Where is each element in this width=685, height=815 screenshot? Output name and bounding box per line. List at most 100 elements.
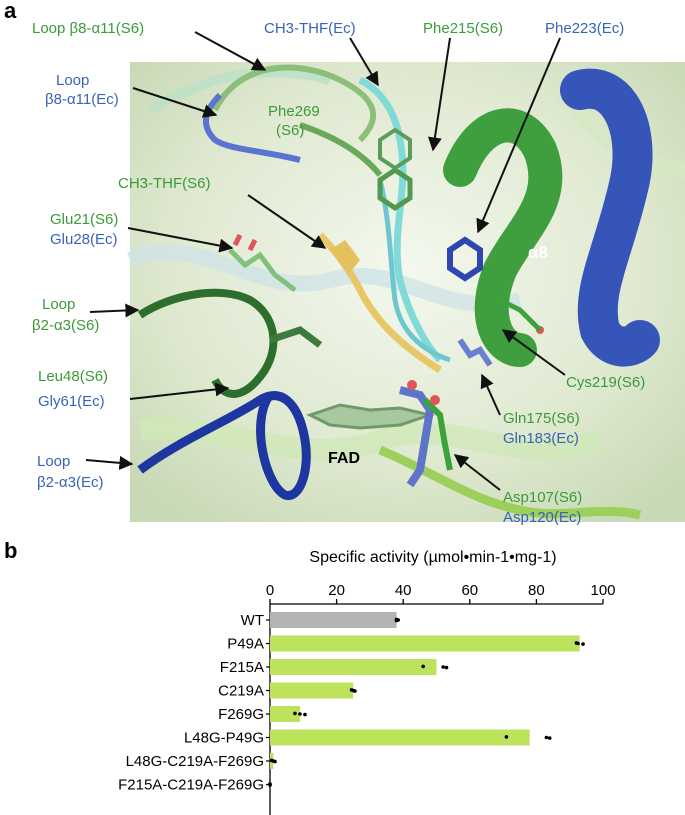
arrow-loop-b8-a11-s6	[194, 31, 267, 71]
label-asp120-ec: Asp120(Ec)	[503, 509, 582, 526]
replicate-dot	[444, 665, 449, 670]
arrow-phe215-s6	[427, 37, 451, 152]
arrow-phe223-ec	[476, 37, 561, 234]
label-b2-a3-s6: β2-α3(S6)	[32, 317, 100, 334]
category-label: F215A	[220, 659, 264, 676]
label-leu48-s6: Leu48(S6)	[38, 368, 109, 385]
asp120-ec-sidechain	[399, 386, 435, 488]
label-phe223-ec: Phe223(Ec)	[545, 20, 625, 37]
category-label: C219A	[218, 683, 264, 700]
category-label: F215A-C219A-F269G	[118, 777, 264, 794]
label-glu28-ec: Glu28(Ec)	[50, 231, 118, 248]
loop-b2-a3-ec-ribbon	[137, 391, 311, 500]
replicate-dot	[303, 712, 307, 717]
label-loop-ec2-1: Loop	[37, 453, 71, 470]
arrow-loop-b2-a3-ec	[85, 455, 134, 470]
label-loop-b8-a11-s6: Loop β8-α11(S6)	[32, 20, 145, 37]
background-ribbon	[126, 244, 522, 313]
arrow-gln	[480, 373, 501, 416]
bar	[270, 706, 300, 722]
label-loop-s6-1: Loop	[42, 296, 76, 313]
bar	[270, 682, 354, 699]
arrow-glu	[127, 227, 234, 253]
replicate-dot	[298, 712, 302, 716]
arrow-ch3-thf-ec	[349, 37, 379, 87]
bars	[270, 612, 580, 769]
category-label: L48G-P49G	[184, 730, 264, 747]
category-label: L48G-C219A-F269G	[126, 753, 264, 770]
leu48-s6-sidechain	[268, 326, 323, 348]
loop-b2-a3-s6-ribbon	[137, 288, 278, 398]
alpha8-helix-s6	[443, 108, 563, 367]
gln-sidechain	[457, 338, 493, 367]
label-ch3-thf-ec: CH3-THF(Ec)	[264, 20, 356, 37]
ch3-thf-ec-ligand-branch	[377, 179, 451, 363]
x-tick-label: 60	[461, 582, 478, 599]
glu-carboxyl	[247, 238, 258, 252]
alpha8-helix-ec	[560, 68, 660, 367]
label-asp107-s6: Asp107(S6)	[503, 489, 583, 506]
category-label: P49A	[227, 636, 264, 653]
label-phe269: Phe269	[268, 103, 320, 120]
phe223-ec-ring	[447, 236, 483, 282]
replicate-dot	[576, 641, 580, 646]
arrow-loop-b8-a11-ec	[132, 87, 218, 118]
category-labels: WT P49A F215A C219A F269G L48G-P49G L48G-C219A…	[118, 612, 270, 794]
replicate-dot	[421, 664, 425, 669]
panel-letter-b: b	[4, 538, 18, 563]
bar	[270, 729, 530, 746]
loop-b8-a11-s6-ribbon	[212, 64, 377, 143]
category-label: F269G	[218, 706, 264, 723]
x-tick-label: 20	[328, 582, 345, 599]
label-gln183-ec: Gln183(Ec)	[503, 430, 579, 447]
ch3-thf-ec-ligand	[358, 76, 443, 363]
arrow-leu48-gly61	[129, 382, 230, 400]
label-phe215-s6: Phe215(S6)	[423, 20, 504, 37]
label-ch3-thf-s6: CH3-THF(S6)	[118, 175, 211, 192]
label-alpha8: α8	[528, 243, 548, 262]
s6-backbone	[299, 122, 383, 177]
phe269-s6-ring	[378, 127, 412, 171]
glu-carboxyl	[232, 233, 243, 247]
x-tick-label: 80	[528, 582, 545, 599]
replicate-dot	[293, 711, 297, 716]
panel-letter-a: a	[4, 0, 17, 23]
category-label: WT	[241, 612, 264, 629]
replicate-dot	[273, 759, 277, 764]
label-glu21-s6: Glu21(S6)	[50, 211, 119, 228]
label-fad: FAD	[328, 450, 360, 467]
label-b2-a3-ec: β2-α3(Ec)	[37, 474, 104, 491]
asp107-s6-sidechain	[422, 397, 453, 471]
replicate-dot	[544, 735, 549, 740]
chart-title: Specific activity (µmol•min-1•mg-1)	[309, 549, 556, 566]
replicate-dot	[504, 735, 509, 739]
cys219-s6-sidechain	[498, 297, 542, 332]
replicate-dot	[547, 736, 552, 740]
label-gly61-ec: Gly61(Ec)	[38, 393, 105, 410]
panel-a: a Loop β8-α11(S6) CH3-THF(Ec) Phe215(S6)…	[4, 0, 685, 526]
arrow-ch3-thf-s6	[247, 194, 327, 249]
replicate-dot	[581, 642, 585, 646]
x-tick-label: 0	[266, 582, 274, 599]
background-ribbon	[138, 417, 604, 461]
bar	[270, 635, 580, 652]
x-tick-label: 100	[590, 582, 615, 599]
replicate-dot	[353, 689, 357, 693]
label-gln175-s6: Gln175(S6)	[503, 410, 580, 427]
glu21-s6-sidechain	[228, 248, 297, 292]
bar	[270, 659, 437, 675]
label-cys219-s6: Cys219(S6)	[566, 374, 646, 391]
arrow-loop-b2-a3-s6	[89, 303, 140, 318]
oxygen-atom	[407, 380, 417, 390]
arrow-cys219	[501, 329, 566, 376]
ch3-thf-s6-ring	[330, 240, 360, 275]
label-phe269-s6: (S6)	[276, 122, 305, 139]
label-b8-a11-ec: β8-α11(Ec)	[45, 91, 119, 108]
oxygen-atom	[430, 395, 440, 405]
replicate-dot	[394, 618, 399, 623]
arrow-asp	[453, 454, 501, 491]
label-loop-ec-1: Loop	[56, 72, 90, 89]
structure-image	[85, 31, 685, 522]
